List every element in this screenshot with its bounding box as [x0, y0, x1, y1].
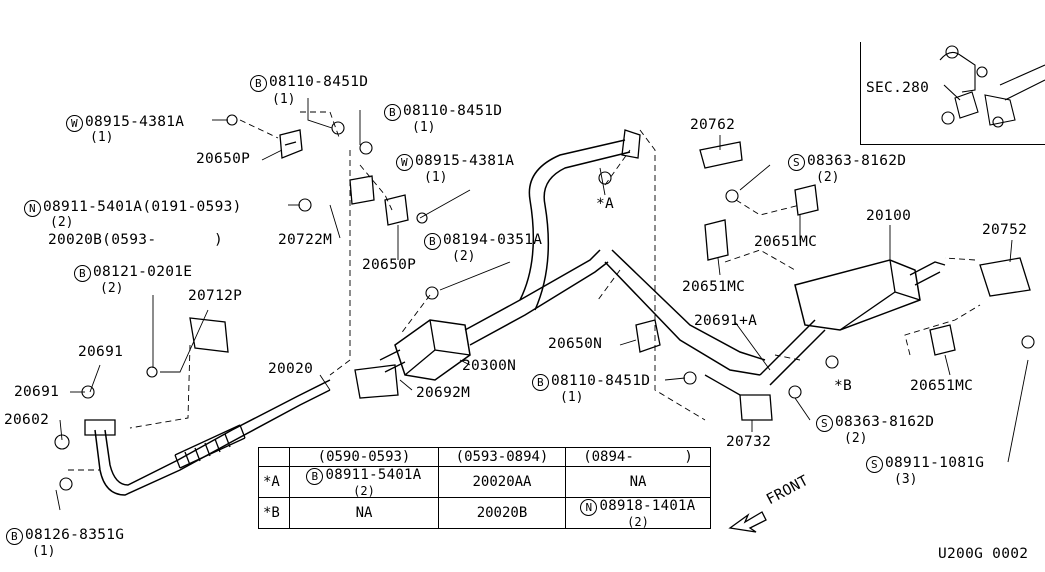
sec-280-inset [860, 42, 1045, 145]
table-header: (0590-0593) [289, 447, 439, 467]
row-key: *A [258, 466, 290, 498]
part-label: 20650P [362, 257, 417, 273]
part-label: 20651MC [910, 378, 974, 394]
table-header-row: (0590-0593) (0593-0894) (0894- ) [258, 447, 711, 467]
part-label: *B [834, 378, 853, 394]
flex-joint [174, 424, 246, 469]
part-label: *A [596, 196, 615, 212]
center-pipe [464, 249, 609, 346]
table-cell: NA [565, 466, 711, 498]
table-cell: 20020B [438, 497, 566, 529]
muffler [794, 259, 921, 331]
part-label: 20020 [268, 361, 314, 377]
part-label: 20651MC [682, 279, 746, 295]
part-label: 20651MC [754, 234, 818, 250]
part-label: 20762 [690, 117, 736, 133]
callout-qty: (2) [50, 215, 74, 230]
callout-qty: (1) [90, 130, 114, 145]
callout-qty: (2) [100, 281, 124, 296]
part-label: 20650P [196, 151, 251, 167]
table-header: (0894- ) [565, 447, 711, 467]
part-label: 20752 [982, 222, 1028, 238]
table-header: (0593-0894) [438, 447, 566, 467]
part-label: 20020B(0593- [48, 232, 157, 248]
callout-qty: (1) [272, 92, 296, 107]
table-cell: NA [289, 497, 439, 529]
callout-qty: (1) [412, 120, 436, 135]
callout-qty: (2) [452, 249, 476, 264]
part-label: 20732 [726, 434, 772, 450]
part-label: 20692M [416, 385, 471, 401]
callout-qty: (2) [844, 431, 868, 446]
inset-label: SEC.280 [866, 80, 930, 96]
part-label: 20691 [78, 344, 124, 360]
part-label: 20602 [4, 412, 50, 428]
row-key: *B [258, 497, 290, 529]
part-label: 20650N [548, 336, 603, 352]
callout-qty: (2) [816, 170, 840, 185]
part-label: 20691+A [694, 313, 758, 329]
part-label: ) [214, 232, 224, 248]
part-label: 20691 [14, 384, 60, 400]
callout-qty: (1) [424, 170, 448, 185]
part-label: 20100 [866, 208, 912, 224]
catalytic-converter [394, 319, 471, 381]
callout-qty: (3) [894, 472, 918, 487]
table-cell: 20020AA [438, 466, 566, 498]
part-label: 20300N [462, 358, 517, 374]
front-arrow [728, 511, 767, 533]
part-label: 20712P [188, 288, 243, 304]
callout-qty: (1) [32, 544, 56, 559]
drawing-code: U200G 0002 [938, 546, 1029, 562]
part-label: 20722M [278, 232, 333, 248]
callout-qty: (1) [560, 390, 584, 405]
